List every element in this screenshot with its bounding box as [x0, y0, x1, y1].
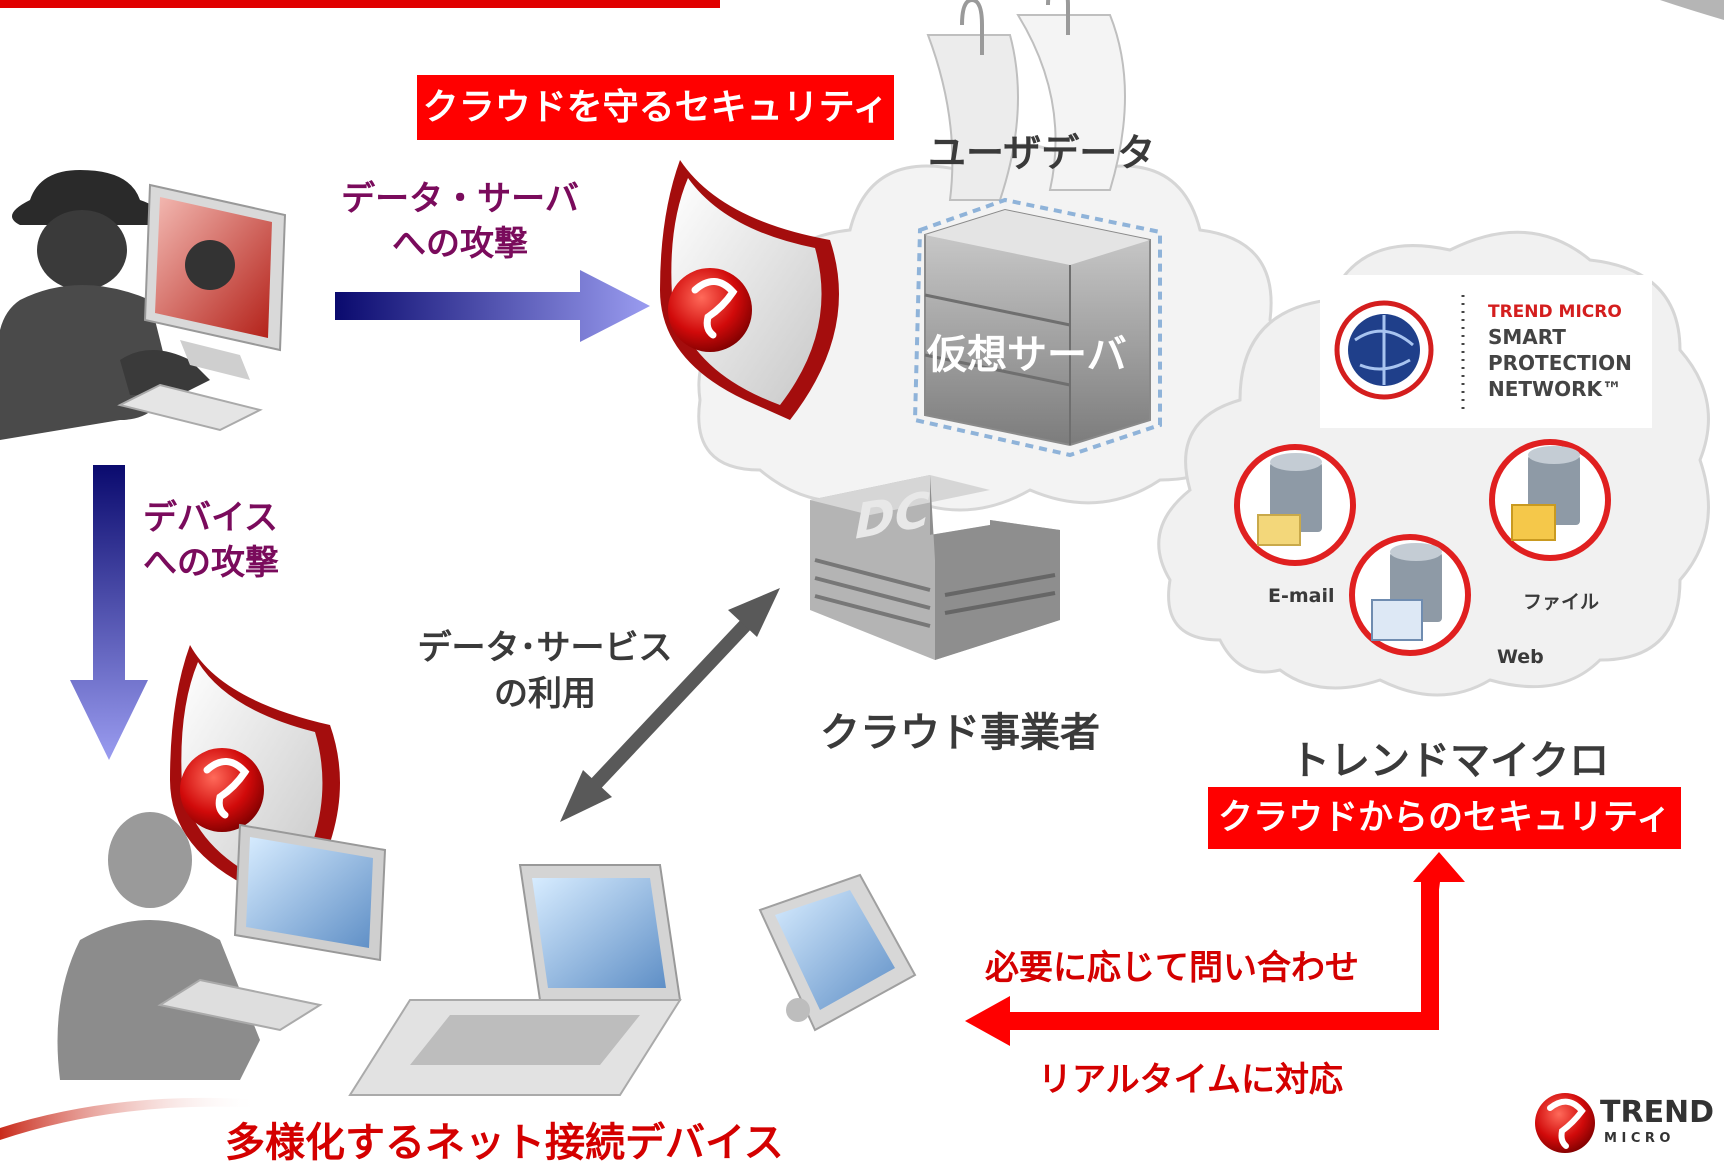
devices-label: 多様化するネット接続デバイス [225, 1120, 784, 1166]
spn-logo [1320, 275, 1652, 428]
spn-logo-line4: NETWORK™ [1488, 377, 1623, 401]
user-data-label: ユーザデータ [928, 131, 1156, 175]
brand-logo-line1: TREND [1600, 1095, 1715, 1130]
title-fragment [0, 0, 720, 8]
web-label: Web [1497, 646, 1544, 668]
device-attack-arrow [70, 465, 148, 760]
device-attack-label-1: デバイス [143, 498, 278, 538]
brand-logo-line2: M I C R O [1604, 1131, 1671, 1146]
spn-logo-line1: TREND MICRO [1488, 302, 1622, 322]
trend-micro-label: トレンドマイクロ [1290, 738, 1610, 784]
email-database-icon [1234, 444, 1356, 566]
query-label: 必要に応じて問い合わせ [985, 948, 1359, 988]
corner-decoration [1660, 0, 1724, 20]
spn-logo-line3: PROTECTION [1488, 351, 1632, 375]
attacker-computer-icon [117, 183, 287, 432]
user-data-papers-icon [926, 0, 1126, 201]
desktop-computer-icon [157, 823, 387, 1032]
server-attack-arrow [335, 270, 650, 342]
protect-cloud-banner: クラウドを守るセキュリティ [417, 75, 894, 140]
device-attack-label-2: への攻撃 [143, 543, 279, 583]
virtual-server-icon [912, 197, 1162, 458]
server-attack-label-1: データ・サーバ [341, 179, 579, 219]
spn-logo-line2: SMART [1488, 325, 1566, 349]
web-database-icon [1349, 534, 1471, 656]
query-arrow [965, 852, 1465, 1046]
laptop-icon [348, 864, 682, 1096]
server-attack-label-2: への攻撃 [392, 224, 528, 264]
data-center-icon [810, 475, 1060, 660]
email-label: E-mail [1268, 585, 1335, 607]
realtime-label: リアルタイムに対応 [1038, 1060, 1343, 1100]
decorative-swoosh [0, 1097, 260, 1140]
cloud-provider-label: クラウド事業者 [820, 710, 1100, 756]
data-service-label-2: の利用 [494, 674, 596, 714]
data-service-arrow [560, 588, 780, 822]
shield-top-icon [660, 160, 839, 420]
smartphone-icon [758, 873, 917, 1032]
data-service-label-1: データ･サービス [417, 628, 673, 668]
user-icon [57, 812, 260, 1080]
file-database-icon [1489, 439, 1611, 561]
file-label: ファイル [1523, 591, 1600, 613]
virtual-server-label: 仮想サーバ [927, 332, 1127, 378]
trend-micro-logo-icon [1535, 1093, 1595, 1153]
security-from-cloud-banner: クラウドからのセキュリティ [1208, 787, 1681, 849]
